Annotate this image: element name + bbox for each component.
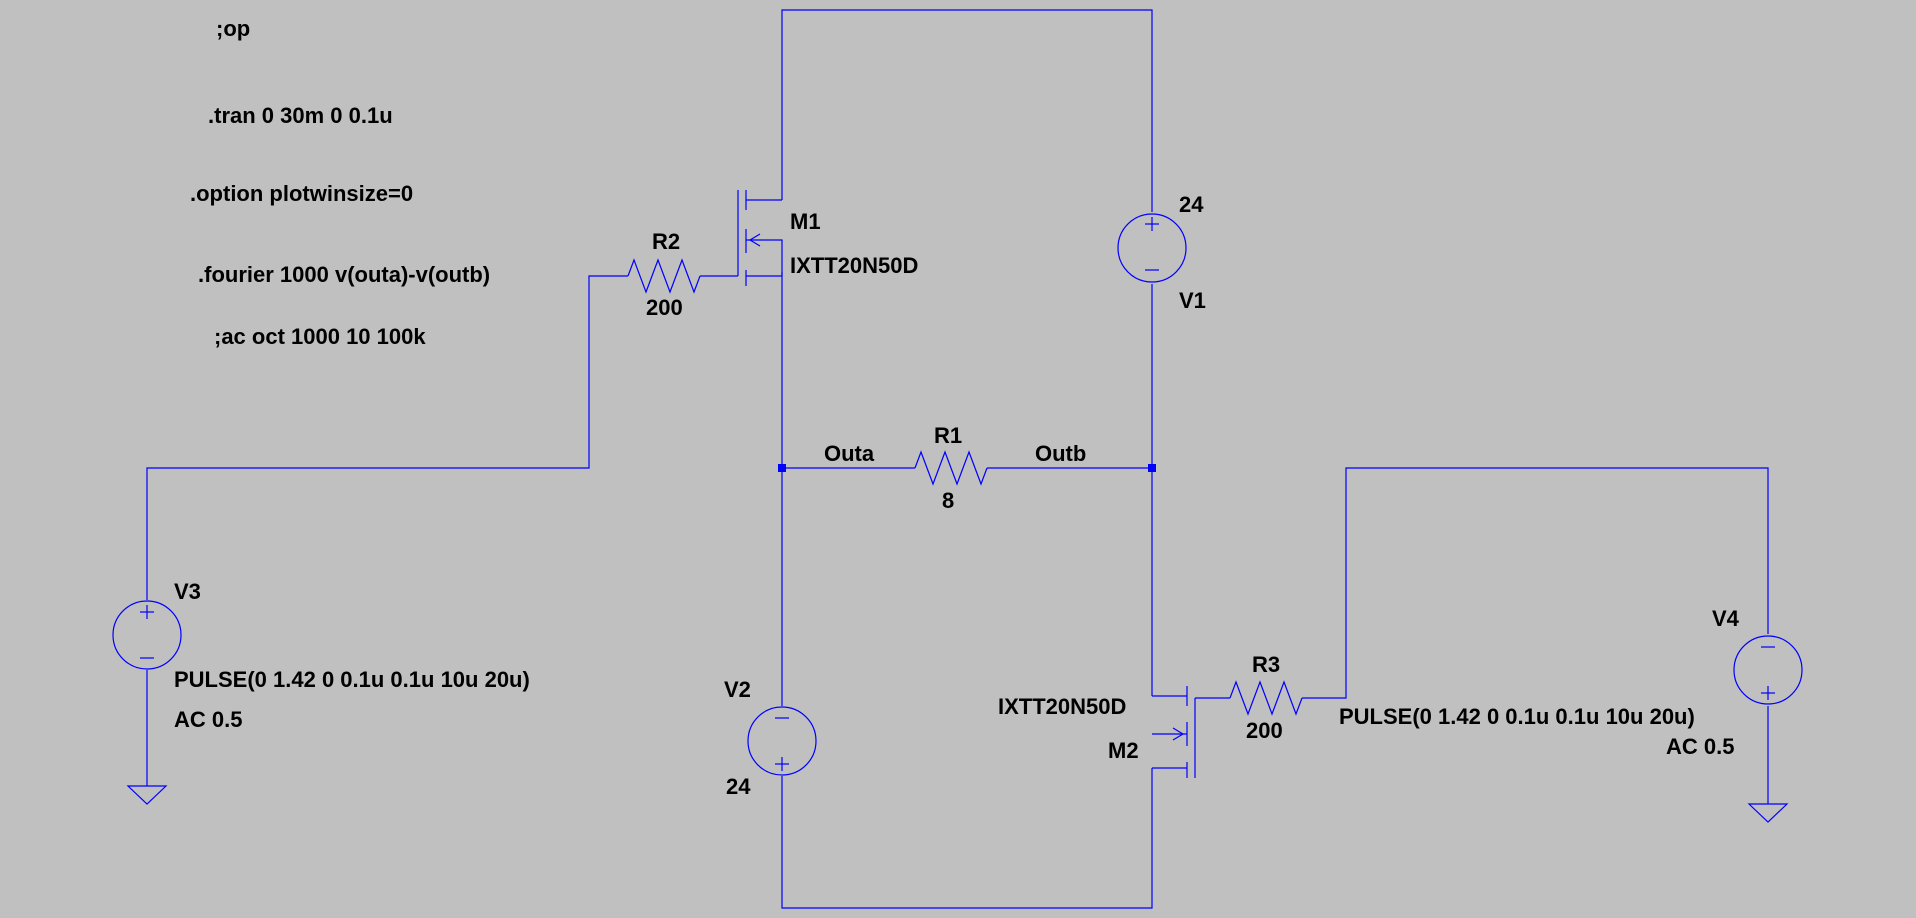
v4-value-label: PULSE(0 1.42 0 0.1u 0.1u 10u 20u) [1339, 704, 1695, 729]
v2-value-label: 24 [726, 774, 751, 799]
r1-name-label: R1 [934, 423, 962, 448]
net-label-outa: Outa [824, 441, 875, 466]
v1-value-label: 24 [1179, 192, 1204, 217]
m1-model-label: IXTT20N50D [790, 253, 918, 278]
mosfet-m2[interactable] [1152, 686, 1196, 778]
v2-name-label: V2 [724, 677, 751, 702]
voltage-source-v4[interactable] [1733, 635, 1803, 705]
directive-tran[interactable]: .tran 0 30m 0 0.1u [208, 103, 393, 128]
v3-ac-label: AC 0.5 [174, 707, 242, 732]
mosfet-m1[interactable] [737, 190, 783, 286]
directive-option[interactable]: .option plotwinsize=0 [190, 181, 413, 206]
v3-name-label: V3 [174, 579, 201, 604]
ground-symbol-left[interactable] [126, 785, 168, 805]
directive-ac[interactable]: ;ac oct 1000 10 100k [214, 324, 426, 349]
r2-value-label: 200 [646, 295, 683, 320]
r1-value-label: 8 [942, 488, 954, 513]
voltage-source-v1[interactable] [1117, 213, 1187, 283]
v4-ac-label: AC 0.5 [1666, 734, 1734, 759]
m1-name-label: M1 [790, 209, 821, 234]
voltage-source-v3[interactable] [112, 600, 182, 670]
net-label-outb: Outb [1035, 441, 1086, 466]
junction-outb[interactable] [1148, 464, 1156, 472]
ground-symbol-right[interactable] [1747, 803, 1789, 823]
wire-top[interactable] [781, 9, 1153, 212]
m2-model-label: IXTT20N50D [998, 694, 1126, 719]
r2-name-label: R2 [652, 229, 680, 254]
m2-name-label: M2 [1108, 738, 1139, 763]
v3-value-label: PULSE(0 1.42 0 0.1u 0.1u 10u 20u) [174, 667, 530, 692]
junction-outa[interactable] [778, 464, 786, 472]
wire-v3-r2[interactable] [146, 275, 628, 600]
wire-bottom[interactable] [781, 768, 1153, 909]
r3-value-label: 200 [1246, 718, 1283, 743]
wire-r3-v4[interactable] [1302, 467, 1769, 699]
resistor-r2[interactable] [627, 258, 701, 294]
r3-name-label: R3 [1252, 652, 1280, 677]
resistor-r1[interactable] [914, 450, 988, 486]
wires [146, 9, 1769, 909]
voltage-source-v2[interactable] [747, 706, 817, 776]
resistor-r3[interactable] [1229, 680, 1303, 716]
v4-name-label: V4 [1712, 606, 1740, 631]
directive-fourier[interactable]: .fourier 1000 v(outa)-v(outb) [198, 262, 490, 287]
directive-op[interactable]: ;op [216, 16, 250, 41]
v1-name-label: V1 [1179, 288, 1206, 313]
